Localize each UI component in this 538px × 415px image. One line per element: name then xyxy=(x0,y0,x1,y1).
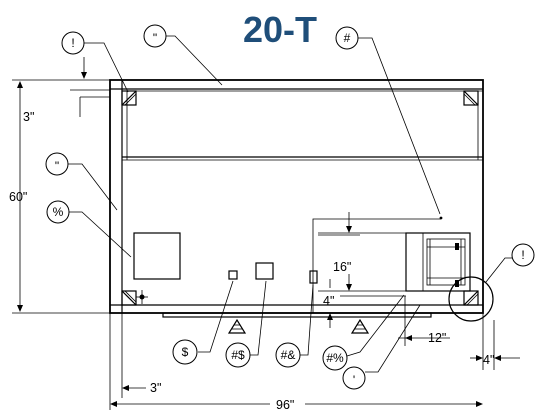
dim-right-offset: 4" xyxy=(483,353,494,367)
callout-bottom-5: ' xyxy=(342,366,366,390)
svg-text:': ' xyxy=(353,373,355,387)
corner-casting-bottom-right xyxy=(463,290,479,306)
dim-front-offset: 12" xyxy=(428,331,446,345)
leader-top-left-door xyxy=(84,42,129,93)
leader-top-roof xyxy=(155,35,223,86)
small-box-1 xyxy=(228,270,238,280)
callout-top-right: # xyxy=(335,26,359,50)
leader-bottom-4 xyxy=(346,294,405,357)
forklift-pocket-right xyxy=(350,318,370,334)
leader-bottom-5 xyxy=(365,304,421,373)
corner-casting-top-left xyxy=(121,90,137,106)
svg-text:": " xyxy=(153,31,157,45)
container-outline xyxy=(109,79,484,318)
leader-lines xyxy=(68,35,512,373)
corner-casting-bottom-left xyxy=(121,290,137,306)
callouts: ! " # " % $ #$ #& xyxy=(45,24,535,390)
callout-bottom-1: $ xyxy=(172,339,198,365)
svg-text:#%: #% xyxy=(326,351,344,365)
leader-bottom-1 xyxy=(198,280,234,353)
dim-left-offset: 3" xyxy=(150,381,161,395)
svg-text:": " xyxy=(55,159,59,173)
ac-unit xyxy=(318,232,471,297)
dim-vent-gap: 4" xyxy=(323,294,334,308)
leader-left-panel xyxy=(69,211,132,258)
dim-length: 96" xyxy=(276,398,294,412)
interior-components xyxy=(133,216,443,313)
svg-text:#: # xyxy=(344,31,351,45)
callout-top-left-door: ! xyxy=(61,31,85,55)
small-box-3 xyxy=(309,270,318,284)
corner-casting-top-right xyxy=(463,90,479,106)
leader-bottom-2 xyxy=(250,280,267,356)
leader-bottom-3 xyxy=(300,284,314,356)
callout-bottom-4: #% xyxy=(322,345,348,371)
forklift-pockets xyxy=(227,318,370,334)
leader-right-corner xyxy=(485,257,512,283)
dimension-lines: 3" 60" 16" 4" 12" 4" xyxy=(9,57,520,412)
svg-text:!: ! xyxy=(521,248,524,262)
callout-bottom-2: #$ xyxy=(225,342,251,368)
callout-left-wall: " xyxy=(45,152,69,176)
callout-bottom-3: #& xyxy=(275,342,301,368)
callout-left-panel: % xyxy=(46,200,70,224)
callout-top-roof: " xyxy=(143,24,167,48)
wall-bracket xyxy=(312,218,441,313)
leader-top-right xyxy=(358,37,441,215)
corner-detail-circle xyxy=(448,276,494,322)
svg-text:#&: #& xyxy=(281,348,296,362)
dim-height: 60" xyxy=(9,190,27,204)
callout-right-corner: ! xyxy=(511,243,535,267)
drawing-title: 20-T xyxy=(243,9,317,50)
svg-text:%: % xyxy=(53,205,64,219)
dim-top-offset: 3" xyxy=(23,110,34,124)
svg-text:$: $ xyxy=(182,345,189,359)
small-box-2 xyxy=(255,262,274,280)
svg-text:#$: #$ xyxy=(231,348,245,362)
svg-text:!: ! xyxy=(71,36,74,50)
dim-vent-height: 16" xyxy=(333,260,351,274)
electrical-panel xyxy=(133,232,181,280)
corner-castings xyxy=(121,90,479,306)
forklift-pocket-left xyxy=(227,318,247,334)
leader-left-wall xyxy=(68,163,118,211)
ground-symbol xyxy=(136,290,148,304)
